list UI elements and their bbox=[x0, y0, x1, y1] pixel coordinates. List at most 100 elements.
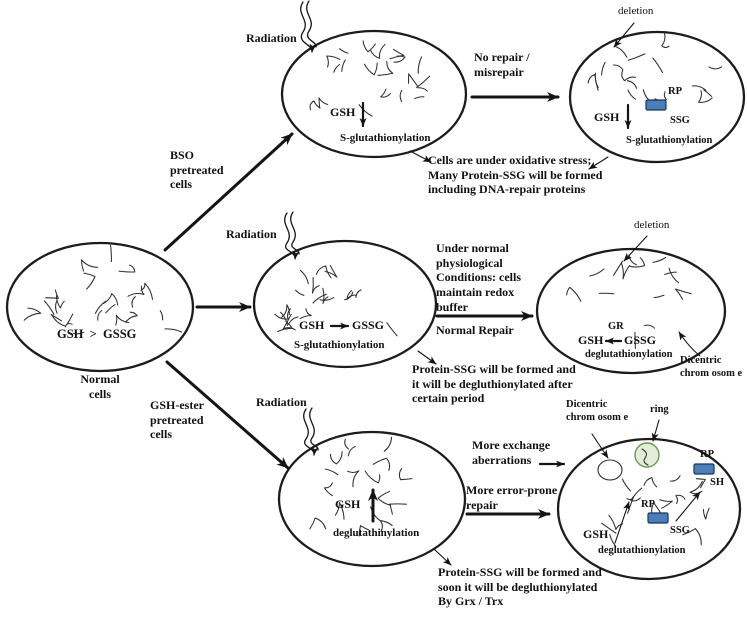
chromosome bbox=[94, 300, 107, 314]
chromosome bbox=[389, 48, 405, 60]
chromosome bbox=[398, 467, 413, 481]
chromosome bbox=[383, 436, 393, 452]
arrow-bso-branch bbox=[163, 132, 294, 252]
normal-result-cell-ellipse bbox=[535, 247, 727, 375]
chromosome bbox=[344, 438, 350, 450]
chromosome bbox=[417, 87, 428, 92]
chromosome bbox=[652, 57, 664, 74]
chromosome bbox=[115, 314, 130, 326]
dicentric-label-bottom: Dicentric chrom osom e bbox=[566, 399, 629, 423]
chromosome bbox=[698, 90, 713, 103]
normal-cell-gsh-state: GSH > GSSG bbox=[57, 327, 137, 341]
chromosome bbox=[566, 286, 582, 302]
caption-top: Cells are under oxidative stress; Many P… bbox=[428, 153, 603, 197]
chromosome bbox=[417, 56, 423, 74]
chromosome bbox=[416, 75, 431, 89]
chromosome-squiggles bbox=[274, 265, 398, 337]
chromosome bbox=[407, 73, 418, 87]
chromosome bbox=[127, 285, 145, 297]
chromosome bbox=[346, 290, 357, 300]
chromosome bbox=[299, 308, 312, 320]
radiation-label-bottom: Radiation bbox=[256, 395, 307, 409]
bottomright-process-label: deglutathionylation bbox=[598, 545, 686, 556]
chromosome bbox=[311, 276, 320, 294]
chromosome bbox=[280, 304, 290, 319]
bottom-process-label: deglutathinylation bbox=[333, 527, 420, 539]
radiation-bolt-mid bbox=[284, 211, 300, 260]
chromosome bbox=[333, 63, 341, 73]
topright-rp-label: RP bbox=[668, 86, 682, 97]
chromosome bbox=[159, 310, 164, 321]
chromosome bbox=[659, 499, 673, 509]
chromosome bbox=[347, 470, 360, 488]
leader-caption-top bbox=[409, 150, 432, 163]
chromosome bbox=[601, 522, 617, 534]
midright-gr-label: GR bbox=[608, 321, 624, 332]
radiation-bolt-top bbox=[300, 0, 317, 53]
bso-pretreated-label: BSO pretreated cells bbox=[170, 148, 224, 192]
chromosome bbox=[334, 502, 345, 520]
chromosome bbox=[629, 257, 646, 268]
ring-chromosome-strand bbox=[641, 448, 649, 466]
leader-caption-bottom bbox=[433, 548, 452, 566]
chromosome bbox=[661, 31, 670, 49]
annotation-arrows bbox=[409, 22, 701, 566]
chromosome bbox=[83, 272, 96, 290]
chromosome bbox=[55, 299, 58, 314]
mid-process-label: S-glutathionylation bbox=[294, 339, 385, 351]
chromosome bbox=[363, 62, 378, 76]
chromosome-squiggles bbox=[309, 436, 413, 537]
bottomright-gsh-label: GSH bbox=[583, 527, 609, 541]
arrow-ssg-to-sh bbox=[675, 491, 701, 522]
dicentric-loop-chromosome bbox=[597, 459, 623, 481]
radiation-label-mid: Radiation bbox=[226, 227, 277, 241]
chromosome bbox=[131, 296, 136, 308]
protein-box-ssg bbox=[647, 512, 669, 524]
chromosome bbox=[364, 470, 381, 484]
intracell-arrows bbox=[329, 101, 701, 544]
bottomright-rp1-label: RP bbox=[700, 449, 714, 460]
normal-cells-label: Normal cells bbox=[80, 372, 120, 401]
chromosome bbox=[702, 507, 710, 520]
chromosome bbox=[377, 60, 394, 76]
chromosome bbox=[691, 85, 707, 91]
chromosome bbox=[339, 48, 349, 54]
chromosome bbox=[312, 293, 327, 304]
leader-deletion-top bbox=[613, 22, 635, 48]
chromosome bbox=[105, 303, 116, 314]
chromosome bbox=[329, 451, 343, 465]
arrow-deglutathionylation-bottomright bbox=[614, 501, 630, 544]
chromosome bbox=[72, 331, 85, 335]
chromosome bbox=[110, 244, 112, 263]
top-cell-process-label: S-glutathionylation bbox=[340, 132, 431, 144]
leader-dicentric-bottom bbox=[591, 433, 609, 459]
chromosome bbox=[347, 445, 356, 457]
chromosome bbox=[627, 89, 637, 100]
normal-repair-label: Normal Repair bbox=[436, 323, 514, 337]
chromosome bbox=[80, 259, 99, 272]
chromosome bbox=[50, 313, 63, 322]
bottom-gsh-label: GSH bbox=[335, 497, 361, 511]
chromosome bbox=[674, 288, 692, 300]
topright-process-label: S-glutathionylation bbox=[626, 135, 713, 146]
top-cell-gsh-label: GSH bbox=[330, 105, 356, 119]
chromosome bbox=[341, 59, 346, 72]
dicentric-label-mid: Dicentric chrom osom e bbox=[680, 355, 743, 379]
chromosome bbox=[634, 331, 636, 350]
ring-chromosome bbox=[634, 442, 660, 468]
main-arrows bbox=[163, 92, 566, 519]
chromosome bbox=[280, 311, 289, 326]
chromosome bbox=[620, 262, 631, 280]
chromosome bbox=[23, 307, 42, 321]
chromosome bbox=[386, 322, 398, 337]
chromosome-squiggles bbox=[601, 475, 710, 547]
chromosome bbox=[601, 61, 606, 76]
chromosome bbox=[414, 96, 425, 100]
chromosome bbox=[369, 43, 386, 59]
chromosome bbox=[319, 297, 335, 301]
chromosome bbox=[609, 533, 617, 547]
protein-box-sh bbox=[693, 463, 715, 475]
chromosome bbox=[274, 308, 291, 320]
more-error-prone-label: More error-prone repair bbox=[466, 483, 558, 512]
arrow-gsh-ester-branch bbox=[165, 360, 290, 470]
